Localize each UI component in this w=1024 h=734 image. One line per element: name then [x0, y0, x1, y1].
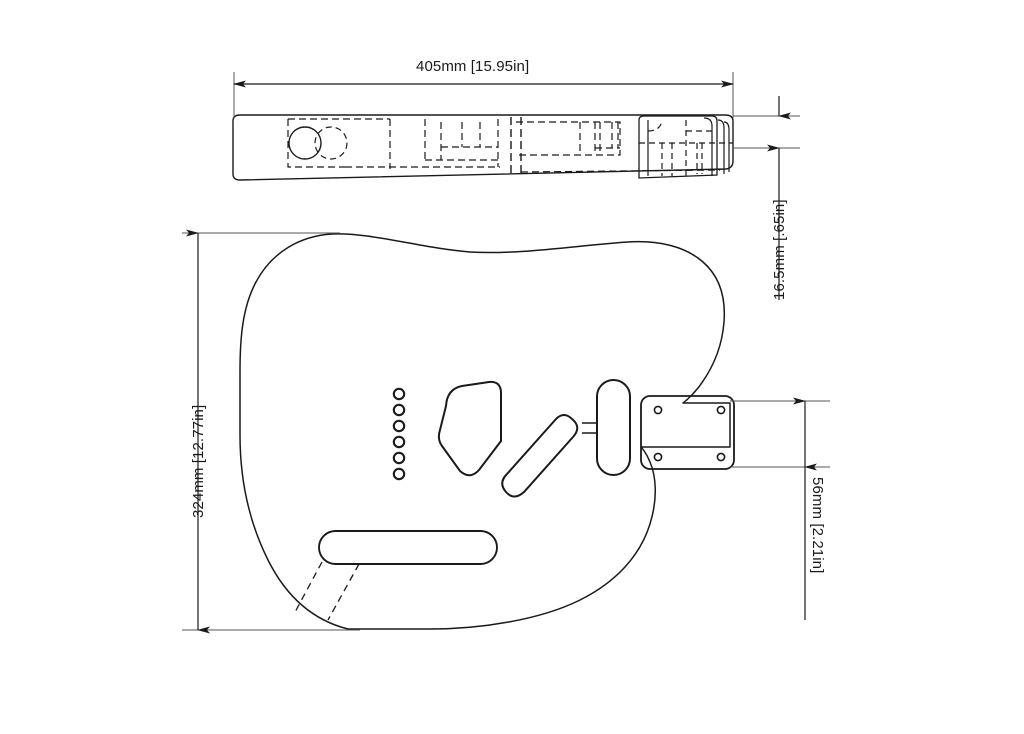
- ferrule-hole: [392, 467, 406, 481]
- control-plate-slot: [318, 530, 498, 565]
- side-cavity-3-hidden: [516, 121, 621, 156]
- bridge-pickup-cavity: [437, 380, 502, 477]
- control-cavity: [596, 379, 631, 476]
- side-cavity-2-hidden: [424, 119, 499, 167]
- wire-channel: [582, 422, 597, 434]
- ferrule-hole: [392, 435, 406, 449]
- side-profile-view: [232, 114, 734, 181]
- neck-screw-hole: [653, 452, 663, 462]
- jack-hole-hidden: [314, 126, 348, 160]
- ferrule-hole: [392, 403, 406, 417]
- jack-hole-solid: [288, 126, 322, 160]
- neck-screw-hole: [716, 405, 726, 415]
- string-ferrule-holes: [392, 387, 406, 481]
- ferrule-hole: [392, 419, 406, 433]
- dimension-label-overall-height: 324mm [12.77in]: [190, 404, 207, 518]
- side-profile-outline: [232, 114, 734, 181]
- body-outline: [239, 233, 731, 630]
- diagonal-wire-rout: [501, 414, 579, 498]
- neck-screw-hole: [716, 452, 726, 462]
- side-neck-pocket-hidden: [639, 120, 733, 176]
- side-jack-cavity-hidden: [287, 119, 345, 168]
- jack-channel-hidden: [293, 561, 360, 621]
- ferrule-hole: [392, 387, 406, 401]
- plan-view: [239, 233, 735, 630]
- side-bottom-hidden-long: [520, 169, 721, 173]
- side-neck-pocket-inner-1: [647, 117, 730, 176]
- side-neck-shelf-hidden: [647, 120, 712, 132]
- dimension-label-overall-length: 405mm [15.95in]: [416, 58, 530, 75]
- side-cavity-4-hidden: [579, 122, 620, 155]
- dimension-overall-length: [233, 72, 734, 118]
- side-midwall-hidden: [510, 117, 522, 176]
- neck-pocket-screw-holes: [653, 405, 726, 462]
- dimension-body-thickness: [733, 96, 800, 300]
- ferrule-hole: [392, 451, 406, 465]
- dimension-label-neck-pocket-height: 56mm [2.21in]: [809, 477, 826, 574]
- neck-screw-hole: [653, 405, 663, 415]
- side-cavity-1-hidden: [345, 119, 500, 169]
- dimension-label-body-thickness: 16.5mm [.65in]: [771, 199, 788, 300]
- side-neck-pocket-outline: [638, 115, 718, 179]
- dimension-overall-height: [182, 229, 360, 634]
- neck-pocket: [640, 395, 735, 470]
- dimension-neck-pocket-height: [730, 397, 830, 620]
